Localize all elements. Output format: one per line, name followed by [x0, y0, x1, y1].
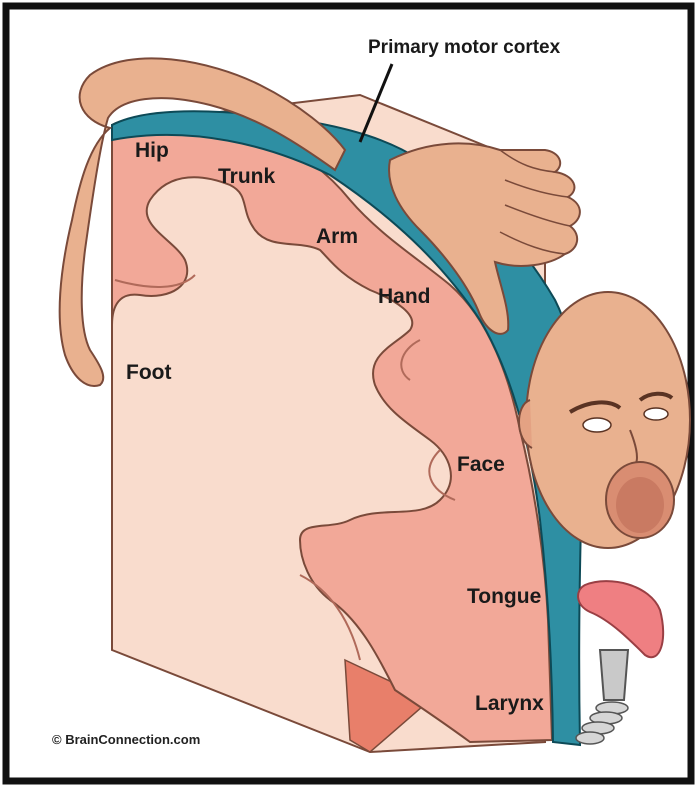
label-trunk: Trunk [218, 166, 275, 187]
homunculus-eye-left [583, 418, 611, 432]
label-larynx: Larynx [475, 693, 544, 714]
diagram-title: Primary motor cortex [368, 38, 560, 57]
label-tongue: Tongue [467, 586, 541, 607]
label-arm: Arm [316, 226, 358, 247]
label-hip: Hip [135, 140, 169, 161]
credit-text: © BrainConnection.com [52, 733, 200, 746]
homunculus-eye-right [644, 408, 668, 420]
label-face: Face [457, 454, 505, 475]
label-hand: Hand [378, 286, 431, 307]
label-foot: Foot [126, 362, 171, 383]
homunculus-mouth-inner [616, 477, 664, 533]
homunculus-larynx [600, 650, 628, 700]
